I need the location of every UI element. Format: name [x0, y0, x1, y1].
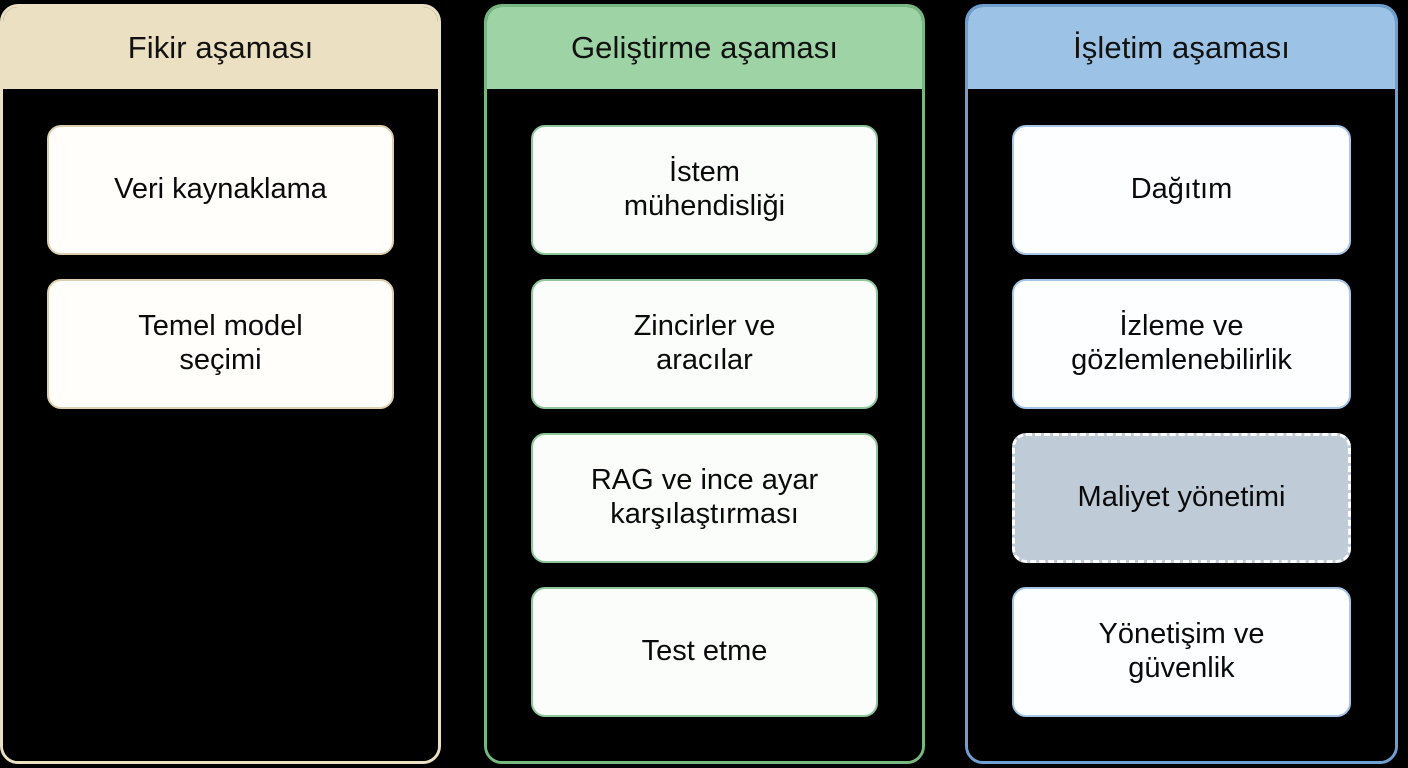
- phase-header-operate: İşletim aşaması: [968, 7, 1395, 89]
- phase-card[interactable]: Veri kaynaklama: [47, 125, 394, 255]
- phase-card-label: Veri kaynaklama: [114, 173, 327, 206]
- phase-card[interactable]: Test etme: [531, 587, 878, 717]
- phase-card-highlighted[interactable]: Maliyet yönetimi: [1012, 433, 1351, 563]
- phase-header-title: İşletim aşaması: [1073, 29, 1290, 65]
- phase-card[interactable]: Zincirler ve aracılar: [531, 279, 878, 409]
- phase-card[interactable]: İstem mühendisliği: [531, 125, 878, 255]
- phase-card[interactable]: RAG ve ince ayar karşılaştırması: [531, 433, 878, 563]
- phase-card-label: RAG ve ince ayar karşılaştırması: [590, 464, 819, 530]
- phase-card-label: İstem mühendisliği: [623, 156, 786, 222]
- phase-header-title: Fikir aşaması: [127, 29, 314, 65]
- phase-card-label: Temel model seçimi: [138, 310, 303, 376]
- phase-card-label: Maliyet yönetimi: [1077, 481, 1286, 514]
- phase-card[interactable]: İzleme ve gözlemlenebilirlik: [1012, 279, 1351, 409]
- phase-card-label: İzleme ve gözlemlenebilirlik: [1071, 310, 1292, 376]
- phase-header-build: Geliştirme aşaması: [487, 7, 922, 89]
- phase-card-label: Test etme: [641, 635, 768, 668]
- phase-card[interactable]: Dağıtım: [1012, 125, 1351, 255]
- phase-column-ideation: Fikir aşaması Veri kaynaklama Temel mode…: [0, 4, 441, 764]
- phase-card[interactable]: Temel model seçimi: [47, 279, 394, 409]
- phase-column-operate: İşletim aşaması Dağıtım İzleme ve gözlem…: [965, 4, 1398, 764]
- phase-card-list-operate: Dağıtım İzleme ve gözlemlenebilirlik Mal…: [968, 89, 1395, 761]
- phase-header-ideation: Fikir aşaması: [3, 7, 438, 89]
- phase-card-list-ideation: Veri kaynaklama Temel model seçimi: [3, 89, 438, 761]
- phase-header-title: Geliştirme aşaması: [570, 29, 839, 65]
- phase-card-label: Zincirler ve aracılar: [633, 310, 776, 376]
- phase-card-label: Dağıtım: [1130, 173, 1233, 206]
- phase-card[interactable]: Yönetişim ve güvenlik: [1012, 587, 1351, 717]
- phase-column-build: Geliştirme aşaması İstem mühendisliği Zi…: [484, 4, 925, 764]
- phase-card-list-build: İstem mühendisliği Zincirler ve aracılar…: [487, 89, 922, 761]
- phase-card-label: Yönetişim ve güvenlik: [1098, 618, 1265, 684]
